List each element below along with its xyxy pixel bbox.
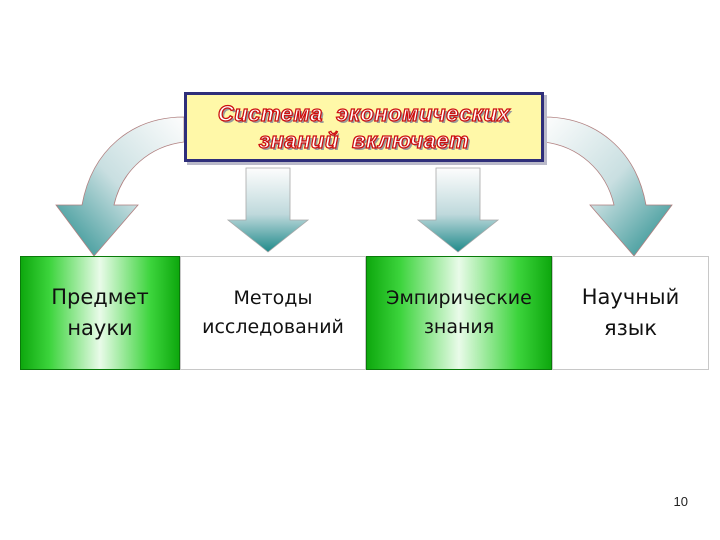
title-box: Система экономических знаний включает: [184, 92, 544, 162]
item-label: Научный язык: [581, 285, 680, 340]
item-label: Предмет науки: [51, 285, 149, 340]
item-research-methods: Методы исследований: [180, 256, 366, 370]
item-label: Методы исследований: [202, 287, 344, 338]
curved-arrow-right-icon: [543, 116, 673, 257]
item-label: Эмпирические знания: [386, 287, 532, 338]
curved-arrow-left-icon: [55, 116, 185, 257]
page-number: 10: [673, 494, 688, 509]
down-arrow-methods-icon: [226, 167, 310, 253]
item-scientific-language: Научный язык: [552, 256, 709, 370]
title-line-1: Система экономических: [217, 100, 511, 126]
title-line-2: знаний включает: [258, 127, 470, 153]
item-empirical-knowledge: Эмпирические знания: [366, 256, 552, 370]
item-subject-of-science: Предмет науки: [20, 256, 180, 370]
down-arrow-empirical-icon: [416, 167, 500, 253]
